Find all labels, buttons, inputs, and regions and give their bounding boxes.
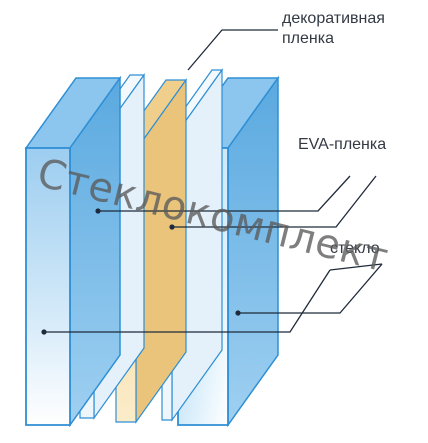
dot-eva-left <box>95 208 101 214</box>
label-eva-film: EVA-пленка <box>298 136 387 153</box>
label-decorative-film: декоративная пленка <box>282 9 385 49</box>
leader-eva-left <box>98 175 351 212</box>
leader-decorative-film <box>187 29 278 71</box>
leader-eva-right <box>172 175 377 228</box>
leader-glass-front <box>44 269 331 333</box>
leader-glass-link <box>329 263 383 271</box>
label-glass: стекло <box>330 240 380 257</box>
leader-dots <box>41 208 241 335</box>
label-decorative-film-line2: пленка <box>282 30 334 47</box>
dot-glass-back <box>235 310 241 316</box>
leader-lines <box>44 29 383 333</box>
glass-pane-front <box>24 75 122 428</box>
leader-glass-back <box>238 263 383 314</box>
dot-eva-right <box>169 224 175 230</box>
label-decorative-film-line1: декоративная <box>282 10 385 27</box>
dot-glass-front <box>41 329 47 335</box>
